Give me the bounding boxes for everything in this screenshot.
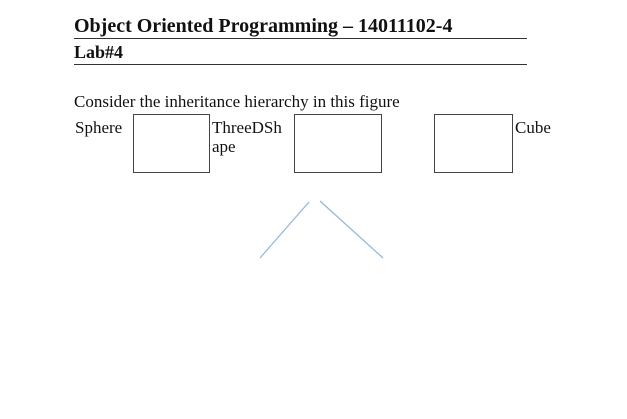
sphere-label: Sphere <box>75 118 123 137</box>
cube-box <box>434 114 513 173</box>
connector-line-left <box>259 201 310 259</box>
threedshape-label-line1: ThreeDSh <box>212 118 282 137</box>
sphere-box <box>133 114 210 173</box>
lab-title: Lab#4 <box>74 42 124 62</box>
document-header: Object Oriented Programming – 14011102-4… <box>74 14 527 65</box>
header-rule-top <box>74 38 527 39</box>
threedshape-label: ThreeDSh ape <box>212 118 282 156</box>
threedshape-label-line2: ape <box>212 137 236 156</box>
cube-label: Cube <box>515 118 551 137</box>
threedshape-box <box>294 114 382 173</box>
instruction-text: Consider the inheritance hierarchy in th… <box>74 92 400 111</box>
header-rule-bottom <box>74 64 527 65</box>
connector-line-right <box>319 200 384 259</box>
course-title: Object Oriented Programming – 14011102-4 <box>74 15 453 37</box>
